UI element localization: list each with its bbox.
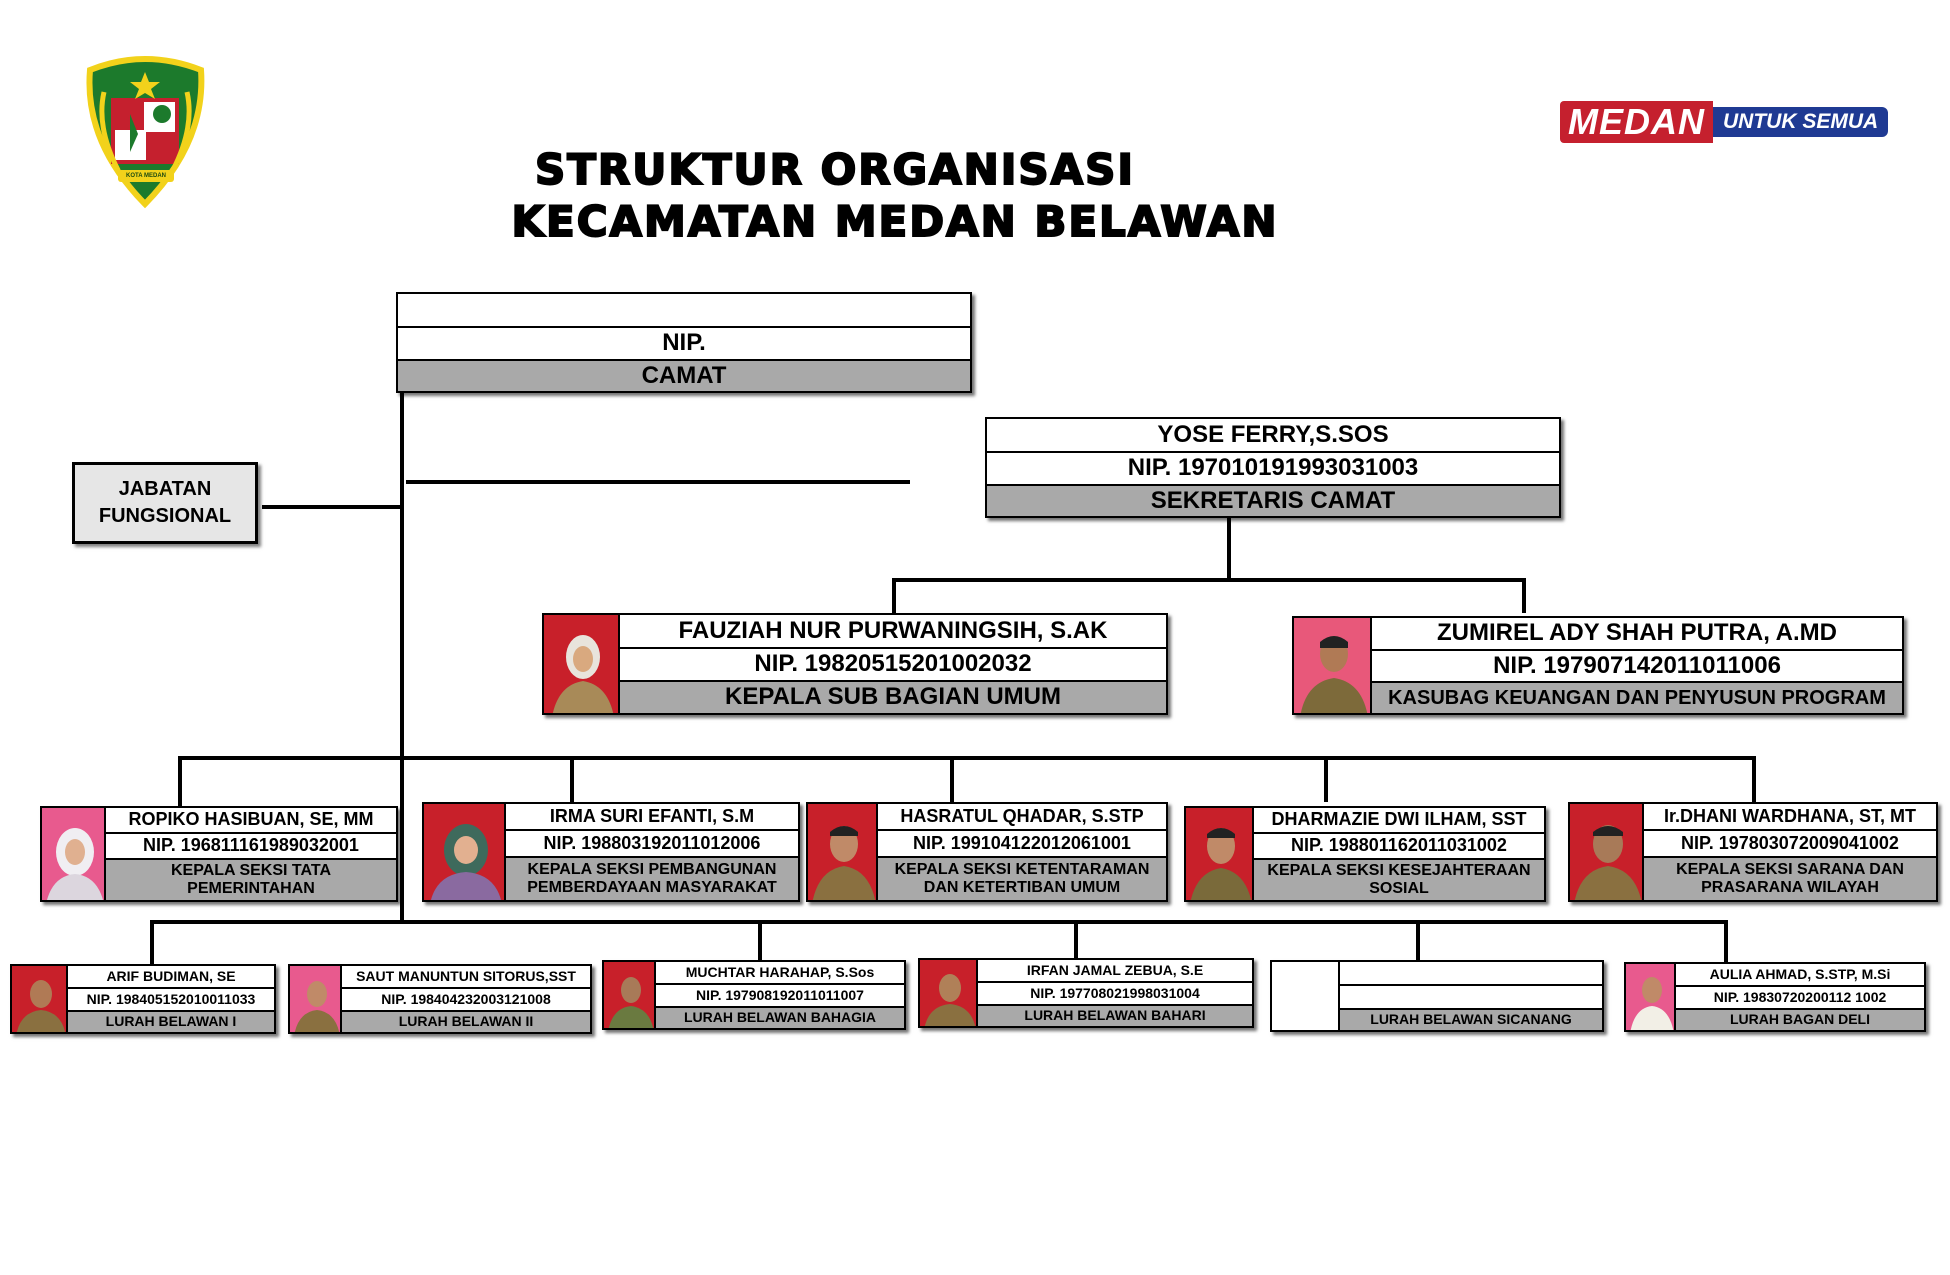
fungsional-line2: FUNGSIONAL — [98, 505, 232, 527]
lurah-role: LURAH BELAWAN II — [340, 1010, 592, 1034]
brand-primary: MEDAN — [1560, 101, 1713, 143]
subbag-role: KASUBAG KEUANGAN DAN PENYUSUN PROGRAM — [1370, 681, 1904, 715]
lurah-name: ARIF BUDIMAN, SE — [66, 964, 276, 987]
lurah-card: SAUT MANUNTUN SITORUS,SST NIP. 198404232… — [288, 964, 592, 1034]
avatar — [1184, 806, 1254, 902]
seksi-card: Ir.DHANI WARDHANA, ST, MT NIP. 197803072… — [1568, 802, 1938, 902]
avatar — [806, 802, 878, 902]
lurah-card: AULIA AHMAD, S.STP, M.Si NIP. 1983072020… — [1624, 962, 1926, 1032]
seksi-card: IRMA SURI EFANTI, S.M NIP. 1988031920110… — [422, 802, 800, 902]
avatar-placeholder — [1270, 960, 1340, 1032]
seksi-role: KEPALA SEKSI PEMBANGUNAN PEMBERDAYAAN MA… — [504, 856, 800, 902]
lurah-name: AULIA AHMAD, S.STP, M.Si — [1674, 962, 1926, 985]
seksi-name: IRMA SURI EFANTI, S.M — [504, 802, 800, 829]
lurah-nip: NIP. 198404232003121008 — [340, 987, 592, 1010]
seksi-nip: NIP. 199104122012061001 — [876, 829, 1168, 856]
subbag-nip: NIP. 19820515201002032 — [618, 647, 1168, 680]
seksi-name: DHARMAZIE DWI ILHAM, SST — [1252, 806, 1546, 832]
sekretaris-role: SEKRETARIS CAMAT — [985, 484, 1561, 518]
avatar — [542, 613, 620, 715]
fungsional-line1: JABATAN — [118, 478, 212, 500]
subbag-name: ZUMIREL ADY SHAH PUTRA, A.MD — [1370, 616, 1904, 649]
lurah-card: IRFAN JAMAL ZEBUA, S.E NIP. 197708021998… — [918, 958, 1254, 1028]
camat-nip: NIP. — [396, 326, 972, 359]
lurah-card: ARIF BUDIMAN, SE NIP. 198405152010011033… — [10, 964, 276, 1034]
lurah-name: SAUT MANUNTUN SITORUS,SST — [340, 964, 592, 987]
lurah-role: LURAH BAGAN DELI — [1674, 1008, 1926, 1032]
sekretaris-nip: NIP. 197010191993031003 — [985, 451, 1561, 484]
avatar — [602, 960, 656, 1030]
lurah-name — [1338, 960, 1604, 984]
seksi-name: ROPIKO HASIBUAN, SE, MM — [104, 806, 398, 832]
sekretaris-name: YOSE FERRY,S.SOS — [985, 417, 1561, 451]
seksi-role: KEPALA SEKSI SARANA DAN PRASARANA WILAYA… — [1642, 856, 1938, 902]
jabatan-fungsional-box: JABATAN FUNGSIONAL — [72, 462, 258, 544]
seksi-role-line1: KEPALA SEKSI TATA — [171, 862, 331, 880]
seksi-role-line2: SOSIAL — [1369, 880, 1429, 897]
seksi-role-line2: PEMBERDAYAAN MASYARAKAT — [527, 879, 777, 896]
seksi-name: Ir.DHANI WARDHANA, ST, MT — [1642, 802, 1938, 829]
seksi-role-line2: PRASARANA WILAYAH — [1701, 879, 1879, 896]
seksi-nip: NIP. 197803072009041002 — [1642, 829, 1938, 856]
seksi-role: KEPALA SEKSI KESEJAHTERAAN SOSIAL — [1252, 858, 1546, 902]
avatar — [1568, 802, 1644, 902]
seksi-nip: NIP. 198801162011031002 — [1252, 832, 1546, 858]
seksi-role-line1: KEPALA SEKSI KETENTARAMAN — [894, 861, 1150, 879]
seksi-role-line1: KEPALA SEKSI PEMBANGUNAN — [527, 861, 777, 879]
seksi-role: KEPALA SEKSI KETENTARAMAN DAN KETERTIBAN… — [876, 856, 1168, 902]
avatar — [1624, 962, 1676, 1032]
seksi-role-line2: DAN KETERTIBAN UMUM — [923, 879, 1121, 896]
camat-name — [396, 292, 972, 326]
seksi-card: DHARMAZIE DWI ILHAM, SST NIP. 1988011620… — [1184, 806, 1546, 902]
seksi-role: KEPALA SEKSI TATA PEMERINTAHAN — [104, 858, 398, 902]
lurah-nip: NIP. 197908192011011007 — [654, 983, 906, 1006]
medan-untuk-semua-logo: MEDAN UNTUK SEMUA — [1560, 101, 1889, 143]
page-title: STRUKTUR ORGANISASI — [534, 144, 1136, 195]
seksi-role-line2: PEMERINTAHAN — [187, 880, 315, 897]
sekretaris-card: YOSE FERRY,S.SOS NIP. 197010191993031003… — [985, 417, 1561, 518]
lurah-nip: NIP. 198405152010011033 — [66, 987, 276, 1010]
lurah-nip: NIP. 19830720200112 1002 — [1674, 985, 1926, 1008]
lurah-role: LURAH BELAWAN SICANANG — [1338, 1008, 1604, 1032]
camat-card: NIP. CAMAT — [396, 292, 972, 393]
subbag-name: FAUZIAH NUR PURWANINGSIH, S.AK — [618, 613, 1168, 647]
subbag-nip: NIP. 197907142011011006 — [1370, 649, 1904, 681]
lurah-role: LURAH BELAWAN BAHAGIA — [654, 1006, 906, 1030]
seksi-name: HASRATUL QHADAR, S.STP — [876, 802, 1168, 829]
crest-text: KOTA MEDAN — [126, 173, 166, 179]
seksi-card: HASRATUL QHADAR, S.STP NIP. 199104122012… — [806, 802, 1168, 902]
avatar — [288, 964, 342, 1034]
subbag-card: ZUMIREL ADY SHAH PUTRA, A.MD NIP. 197907… — [1292, 616, 1904, 715]
camat-role: CAMAT — [396, 359, 972, 393]
seksi-role-line1: KEPALA SEKSI KESEJAHTERAAN — [1267, 862, 1531, 880]
subbag-role: KEPALA SUB BAGIAN UMUM — [618, 680, 1168, 715]
lurah-name: MUCHTAR HARAHAP, S.Sos — [654, 960, 906, 983]
lurah-nip — [1338, 984, 1604, 1008]
lurah-role: LURAH BELAWAN BAHARI — [976, 1004, 1254, 1028]
lurah-card: MUCHTAR HARAHAP, S.Sos NIP. 197908192011… — [602, 960, 906, 1030]
seksi-role-line1: KEPALA SEKSI SARANA DAN — [1676, 861, 1904, 879]
lurah-role: LURAH BELAWAN I — [66, 1010, 276, 1034]
seksi-nip: NIP. 198803192011012006 — [504, 829, 800, 856]
avatar — [40, 806, 106, 902]
avatar — [422, 802, 506, 902]
lurah-name: IRFAN JAMAL ZEBUA, S.E — [976, 958, 1254, 981]
avatar — [1292, 616, 1372, 715]
avatar — [918, 958, 978, 1028]
lurah-nip: NIP. 197708021998031004 — [976, 981, 1254, 1004]
page-subtitle: KECAMATAN MEDAN BELAWAN — [510, 196, 1279, 247]
seksi-card: ROPIKO HASIBUAN, SE, MM NIP. 19681116198… — [40, 806, 398, 902]
seksi-nip: NIP. 196811161989032001 — [104, 832, 398, 858]
brand-secondary: UNTUK SEMUA — [1713, 107, 1889, 137]
avatar — [10, 964, 68, 1034]
lurah-card: LURAH BELAWAN SICANANG — [1270, 960, 1604, 1032]
kota-medan-crest-icon: KOTA MEDAN — [78, 52, 213, 212]
subbag-card: FAUZIAH NUR PURWANINGSIH, S.AK NIP. 1982… — [542, 613, 1168, 715]
